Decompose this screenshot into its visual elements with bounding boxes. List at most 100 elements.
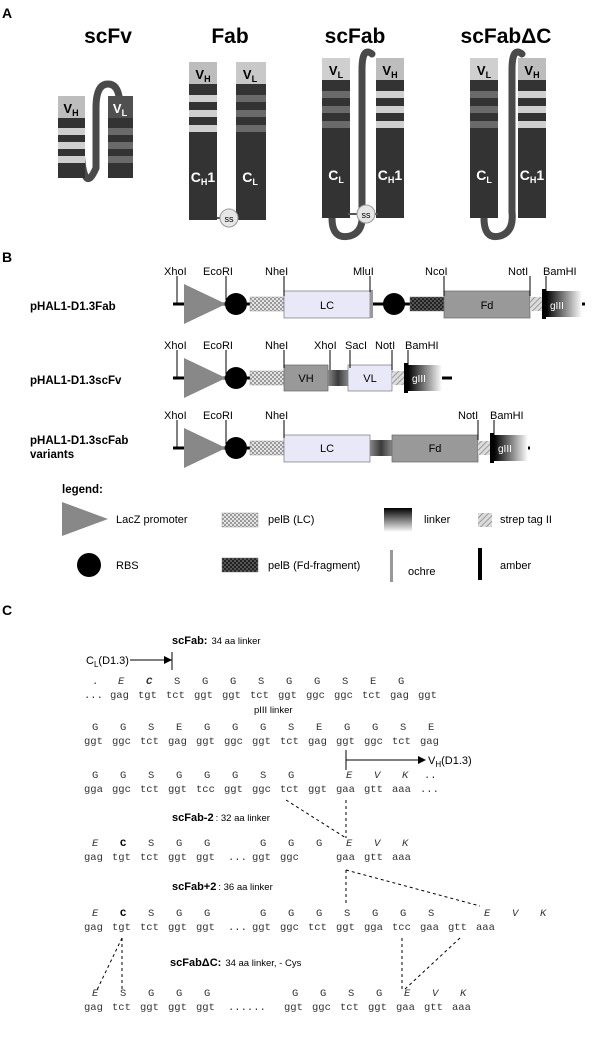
fab-diagram: VH VL CH1 CL ss <box>189 62 266 228</box>
legend: legend: LacZ promoter pelB (LC) linker s… <box>62 484 552 582</box>
svg-text:scFab:34 aa linker: scFab:34 aa linker <box>172 635 261 647</box>
scfab-cl-label: C <box>328 167 338 183</box>
scfab-ss: ss <box>362 210 372 220</box>
construct-scfv-name: pHAL1-D1.3scFv <box>30 375 122 387</box>
scfab-dc-title: scFabΔC: <box>170 957 221 969</box>
scfab-title: scFab <box>325 25 386 48</box>
construct-fab: pHAL1-D1.3Fab LC Fd gIII XhoI EcoRI NheI… <box>30 266 585 324</box>
cl-marker: C <box>86 655 94 667</box>
scfab-fd-box: Fd <box>429 443 442 455</box>
scfv-giii: gIII <box>412 374 426 385</box>
svg-text:scFab+2: 36 aa linker: scFab+2: 36 aa linker <box>172 881 273 893</box>
legend-linker-icon <box>384 508 412 532</box>
scfv-vh-label: V <box>63 101 72 116</box>
scfabdc-vl-label: V <box>477 63 486 78</box>
piii-linker-label: pIII linker <box>254 705 293 716</box>
scfv-title: scFv <box>84 25 132 48</box>
legend-rbs: RBS <box>116 560 139 572</box>
fab-title: Fab <box>211 25 248 48</box>
scfab-site-bamhi: BamHI <box>490 410 524 422</box>
fab-site-noti: NotI <box>508 266 528 278</box>
fab-site-nhei: NheI <box>265 266 288 278</box>
scfv-diagram: VH VL <box>58 80 133 183</box>
legend-pelb-lc: pelB (LC) <box>268 514 314 526</box>
fab-fd-box: Fd <box>481 300 494 312</box>
svg-text:CL(D1.3): CL(D1.3) <box>86 655 129 669</box>
construct-scfab-name: pHAL1-D1.3scFab <box>30 435 128 447</box>
fab-ss: ss <box>225 214 235 224</box>
svg-text:CL: CL <box>328 167 344 185</box>
construct-fab-name: pHAL1-D1.3Fab <box>30 301 116 313</box>
scfv-vl-box: VL <box>363 373 376 385</box>
svg-text:CH1: CH1 <box>520 167 545 185</box>
scfv-vl-label: V <box>113 101 122 116</box>
svg-text:CL: CL <box>476 167 492 185</box>
scfv-vh-box: VH <box>298 373 313 385</box>
legend-pelb-fd: pelB (Fd-fragment) <box>268 560 360 572</box>
legend-linker: linker <box>424 514 451 526</box>
legend-pelb-lc-icon <box>221 512 259 528</box>
legend-lacz: LacZ promoter <box>116 514 188 526</box>
scfv-site-noti: NotI <box>375 340 395 352</box>
svg-text:CL: CL <box>242 169 258 187</box>
fab-ch1-label: C <box>191 169 201 185</box>
legend-ochre: ochre <box>408 566 436 578</box>
fab-vl-label: V <box>243 67 252 82</box>
svg-text:VH: VH <box>524 63 539 80</box>
vh-marker: V <box>428 755 436 767</box>
fab-cl-label: C <box>242 169 252 185</box>
scfv-site-xhoi2: XhoI <box>314 340 337 352</box>
scfab-p2-title: scFab+2 <box>172 881 216 893</box>
svg-text:VL: VL <box>243 67 258 84</box>
fab-vh-label: V <box>195 67 204 82</box>
fab-site-bamhi: BamHI <box>543 266 577 278</box>
legend-strep: strep tag II <box>500 514 552 526</box>
scfv-site-saci: SacI <box>345 340 367 352</box>
legend-rbs-icon <box>77 553 101 577</box>
legend-title: legend: <box>62 484 103 496</box>
panel-b-label: B <box>2 249 12 265</box>
svg-text:VH: VH <box>195 67 210 84</box>
legend-pelb-fd-icon <box>221 557 259 573</box>
svg-text:CH1: CH1 <box>378 167 403 185</box>
scfab-lc-box: LC <box>320 443 334 455</box>
scfab-m2-sub: : 32 aa linker <box>216 813 270 824</box>
legend-amber: amber <box>500 560 532 572</box>
scfab-dc-sub: 34 aa linker, - Cys <box>225 958 301 969</box>
legend-amber-icon <box>478 548 482 580</box>
construct-scfab-name2: variants <box>30 449 74 461</box>
legend-ochre-icon <box>390 550 393 582</box>
svg-text:VH: VH <box>382 63 397 80</box>
svg-text:VL: VL <box>477 63 492 80</box>
scfabdc-cl-label: C <box>476 167 486 183</box>
construct-scfab: pHAL1-D1.3scFab variants LC Fd gIII XhoI… <box>30 410 530 468</box>
scfab-p2-sub: : 36 aa linker <box>218 882 272 893</box>
svg-text:CH1: CH1 <box>191 169 216 187</box>
scfabdc-diagram: VL VH CL CH1 <box>470 48 546 241</box>
scfv-site-ecori: EcoRI <box>203 340 233 352</box>
scfabdc-vh-label: V <box>524 63 533 78</box>
scfv-site-bamhi: BamHI <box>405 340 439 352</box>
fab-site-mlui: MluI <box>353 266 374 278</box>
legend-strep-icon <box>478 513 492 527</box>
scfv-site-xhoi: XhoI <box>164 340 187 352</box>
scfab-m2-title: scFab-2 <box>172 812 214 824</box>
scfab-seq-title: scFab: <box>172 635 207 647</box>
fab-lc-box: LC <box>320 300 334 312</box>
fab-giii: gIII <box>550 301 564 312</box>
scfab-vh-label: V <box>382 63 391 78</box>
scfv-site-nhei: NheI <box>265 340 288 352</box>
scfab-vl-label: V <box>329 63 338 78</box>
scfab-site-nhei: NheI <box>265 410 288 422</box>
